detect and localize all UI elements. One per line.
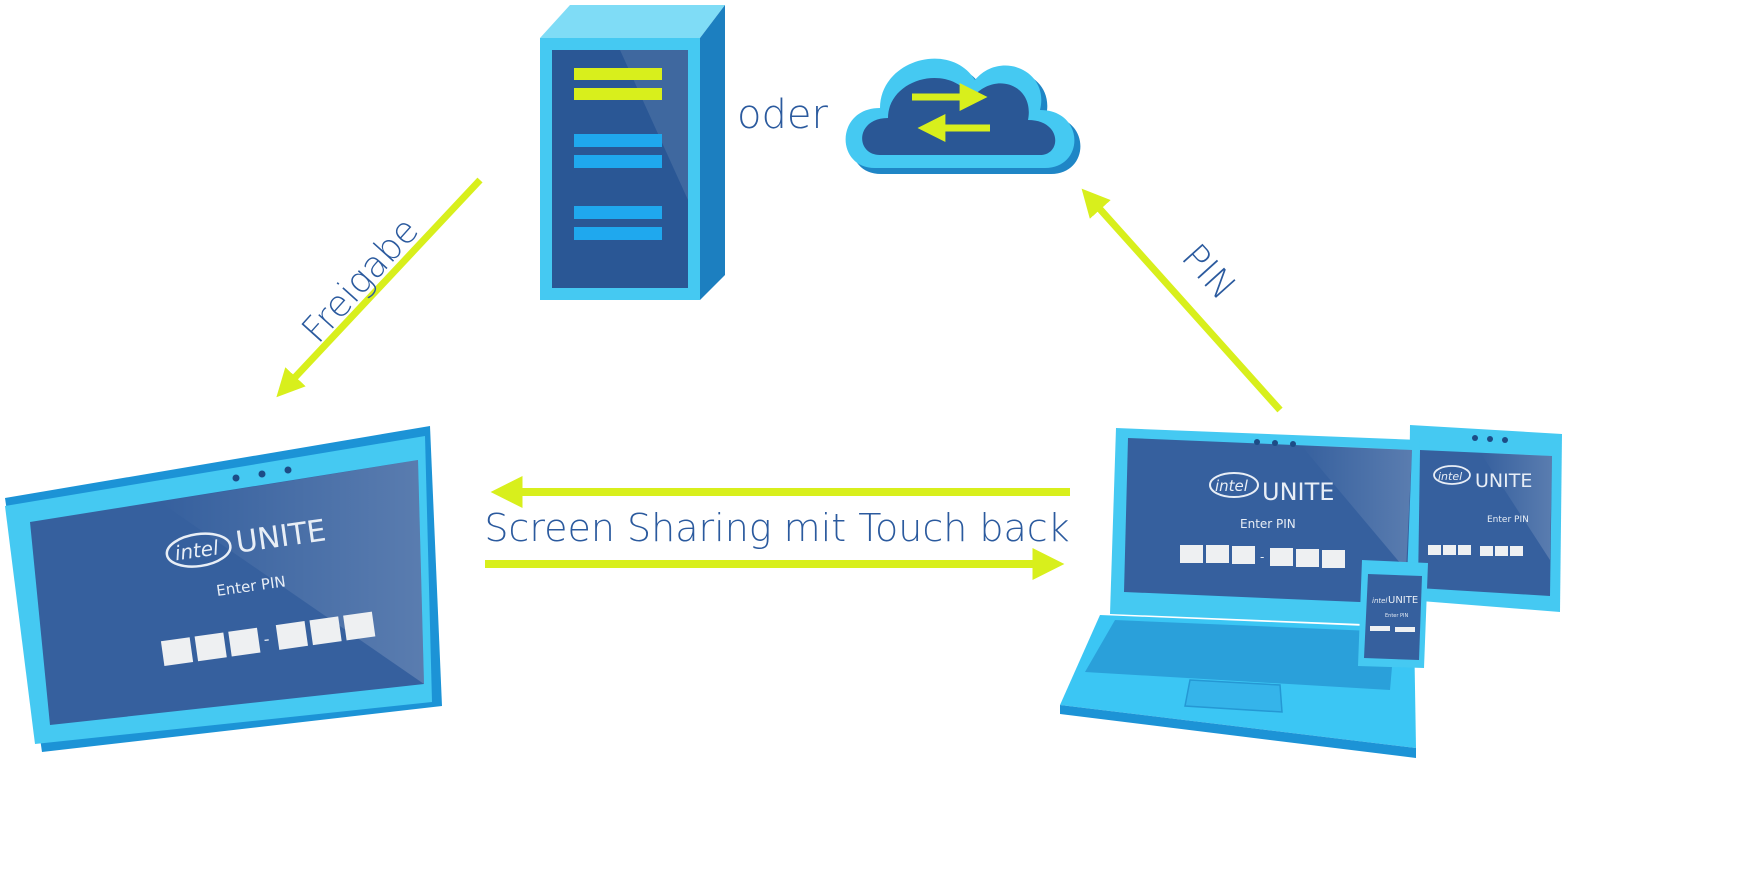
svg-text:Enter PIN: Enter PIN (1240, 517, 1296, 531)
smartphone: intel UNITE Enter PIN (1358, 560, 1428, 668)
svg-text:intel: intel (1215, 477, 1249, 495)
laptop: intel UNITE Enter PIN - (1060, 428, 1420, 758)
cloud-icon (845, 58, 1081, 174)
tablet: intel UNITE Enter PIN (1408, 425, 1562, 612)
svg-text:intel: intel (1372, 597, 1387, 605)
server-icon (540, 5, 725, 300)
svg-text:Enter PIN: Enter PIN (1385, 613, 1408, 619)
freigabe-arrow (276, 177, 483, 398)
svg-text:-: - (262, 629, 270, 649)
freigabe-label: Freigabe (294, 210, 427, 351)
svg-text:Enter PIN: Enter PIN (1487, 515, 1529, 525)
pin-arrow (1081, 188, 1283, 413)
svg-text:UNITE: UNITE (1262, 478, 1334, 506)
oder-label: oder (737, 92, 828, 138)
svg-text:UNITE: UNITE (1475, 470, 1532, 492)
screen-sharing-label: Screen Sharing mit Touch back (484, 506, 1069, 550)
svg-text:-: - (1260, 550, 1264, 564)
room-display: intel UNITE Enter PIN - (5, 426, 442, 752)
pin-input-boxes[interactable]: - (160, 611, 376, 666)
camera-dot (232, 474, 240, 482)
svg-text:intel: intel (1438, 470, 1462, 483)
svg-text:UNITE: UNITE (1388, 595, 1418, 606)
pin-label: PIN (1173, 237, 1243, 308)
